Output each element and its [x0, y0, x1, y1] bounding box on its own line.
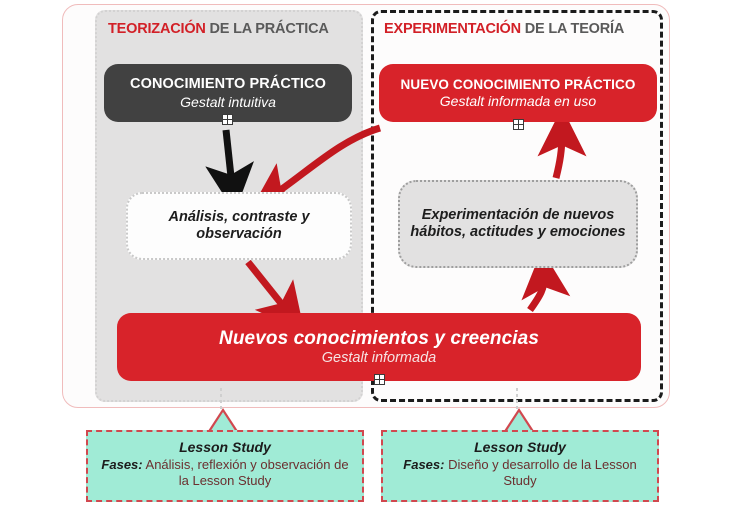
node-conocimiento-practico-subtitle: Gestalt intuitiva [180, 93, 276, 110]
node-nuevo-conocimiento-practico-subtitle: Gestalt informada en uso [439, 93, 597, 109]
grid-plus-handle-icon[interactable] [222, 114, 233, 125]
node-nuevo-conocimiento-practico[interactable]: NUEVO CONOCIMIENTO PRÁCTICO Gestalt info… [379, 64, 657, 122]
node-conocimiento-practico[interactable]: CONOCIMIENTO PRÁCTICO Gestalt intuitiva [104, 64, 352, 122]
callout-right-label: Fases: [403, 457, 445, 472]
node-nuevos-conocimientos-title: Nuevos conocimientos y creencias [219, 327, 539, 349]
node-nuevo-conocimiento-practico-title: NUEVO CONOCIMIENTO PRÁCTICO [400, 76, 636, 92]
callout-right-tip [506, 412, 532, 432]
node-nuevos-conocimientos-subtitle: Gestalt informada [321, 349, 437, 366]
node-experimentacion-habitos-text: Experimentación de nuevos hábitos, actit… [410, 207, 626, 240]
callout-left-body: Fases: Análisis, reflexión y observación… [88, 457, 362, 489]
node-conocimiento-practico-title: CONOCIMIENTO PRÁCTICO [130, 76, 326, 93]
section-title-experimentacion: EXPERIMENTACIÓN DE LA TEORÍA [384, 21, 624, 37]
callout-left-text: Análisis, reflexión y observación de la … [142, 457, 349, 488]
node-nuevos-conocimientos[interactable]: Nuevos conocimientos y creencias Gestalt… [117, 313, 641, 381]
section-title-teorizacion: TEORIZACIÓN DE LA PRÁCTICA [108, 21, 329, 37]
callout-right-body: Fases: Diseño y desarrollo de la Lesson … [383, 457, 657, 489]
section-title-experimentacion-highlight: EXPERIMENTACIÓN [384, 21, 521, 37]
callout-left-label: Fases: [101, 457, 143, 472]
section-title-teorizacion-highlight: TEORIZACIÓN [108, 21, 206, 37]
callout-lesson-study-left[interactable]: Lesson Study Fases: Análisis, reflexión … [86, 430, 364, 502]
node-experimentacion-habitos[interactable]: Experimentación de nuevos hábitos, actit… [398, 180, 638, 268]
callout-left-title: Lesson Study [179, 439, 271, 455]
section-title-experimentacion-rest: DE LA TEORÍA [520, 21, 625, 37]
callout-right-text: Diseño y desarrollo de la Lesson Study [444, 457, 637, 488]
callout-lesson-study-right[interactable]: Lesson Study Fases: Diseño y desarrollo … [381, 430, 659, 502]
node-analisis-text: Análisis, contraste y observación [168, 209, 310, 242]
grid-plus-handle-icon[interactable] [513, 119, 524, 130]
section-title-teorizacion-rest: DE LA PRÁCTICA [205, 21, 329, 37]
callout-right-title: Lesson Study [474, 439, 566, 455]
grid-plus-handle-icon[interactable] [374, 374, 385, 385]
node-analisis[interactable]: Análisis, contraste y observación [126, 192, 352, 260]
callout-left-tip [210, 412, 236, 432]
